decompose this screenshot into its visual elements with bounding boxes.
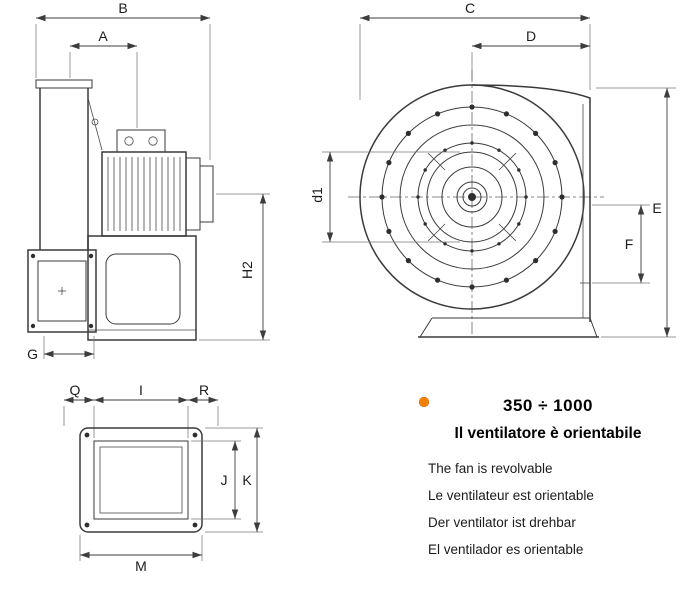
- support-base: [418, 317, 599, 338]
- shaft-center: [468, 193, 476, 201]
- diagonal-ticks: [427, 152, 517, 242]
- side-view: B A: [27, 0, 270, 362]
- dim-G-label: G: [27, 346, 38, 362]
- dim-R: R: [188, 382, 219, 426]
- dim-M-label: M: [135, 558, 147, 574]
- dim-H2: H2: [199, 193, 270, 341]
- hub: [456, 181, 488, 213]
- dim-I-label: I: [139, 382, 143, 398]
- list-item-english: The fan is revolvable: [419, 397, 678, 476]
- motor-end-cap: [199, 165, 214, 223]
- info-panel: 350 ÷ 1000 Il ventilatore è orientabile …: [418, 396, 678, 569]
- size-range: 350 ÷ 1000: [503, 396, 593, 415]
- motor-fins: [107, 157, 181, 231]
- terminal-box: [116, 129, 166, 153]
- list-item-french: Le ventilateur est orientable: [419, 397, 678, 503]
- dim-d1: d1: [309, 151, 460, 243]
- dim-I: I: [94, 382, 189, 438]
- dim-E-label: E: [652, 200, 661, 216]
- outlet-flange-side: [27, 249, 97, 333]
- bullet-dot-icon: [419, 397, 429, 407]
- dim-F-label: F: [625, 236, 634, 252]
- dim-D-label: D: [526, 28, 536, 44]
- dim-D: D: [471, 28, 590, 80]
- inner-bolt-holes: [416, 141, 528, 253]
- dim-H2-label: H2: [239, 261, 255, 279]
- orientable-title-italian: Il ventilatore è orientabile: [454, 425, 642, 442]
- dim-J-label: J: [221, 472, 228, 488]
- bullet-text: Der ventilator ist drehbar: [428, 515, 576, 530]
- bolt-circle-holes: [379, 104, 565, 290]
- inlet-circle-d1: [426, 151, 518, 243]
- dim-B: B: [35, 0, 211, 160]
- list-item-german: Der ventilator ist drehbar: [419, 397, 678, 530]
- dim-E: E: [596, 87, 676, 338]
- dim-M: M: [79, 535, 203, 574]
- dim-K: K: [205, 427, 263, 533]
- base-cutout: [105, 253, 181, 325]
- dim-Q: Q: [63, 382, 95, 438]
- dim-Q-label: Q: [70, 382, 81, 398]
- brace-bolt: [91, 118, 99, 126]
- outlet-flange-plan: [79, 427, 203, 533]
- dim-R-label: R: [199, 382, 209, 398]
- dim-d1-label: d1: [309, 187, 325, 203]
- motor-end-bracket: [185, 157, 201, 231]
- pedestal-base: [87, 235, 197, 341]
- dim-B-label: B: [118, 0, 127, 16]
- bullet-text: The fan is revolvable: [428, 461, 553, 476]
- dim-A: A: [69, 28, 138, 128]
- dim-A-label: A: [98, 28, 108, 44]
- dim-C: C: [359, 0, 591, 100]
- dim-K-label: K: [242, 472, 252, 488]
- inlet-duct: [35, 79, 103, 250]
- front-view: C D: [309, 0, 676, 338]
- outlet-edge: [471, 84, 591, 322]
- scroll-housing: [359, 84, 599, 338]
- translation-list: The fan is revolvable Le ventilateur est…: [418, 397, 678, 557]
- motor: [101, 129, 214, 237]
- dim-G: G: [27, 336, 95, 362]
- bullet-text: El ventilador es orientable: [428, 542, 584, 557]
- flange-view: Q I R J: [63, 382, 263, 574]
- dim-C-label: C: [465, 0, 475, 16]
- dim-J: J: [191, 440, 241, 520]
- bullet-text: Le ventilateur est orientable: [428, 488, 594, 503]
- list-item-spanish: El ventilador es orientable: [419, 397, 678, 557]
- dim-F: F: [592, 204, 650, 284]
